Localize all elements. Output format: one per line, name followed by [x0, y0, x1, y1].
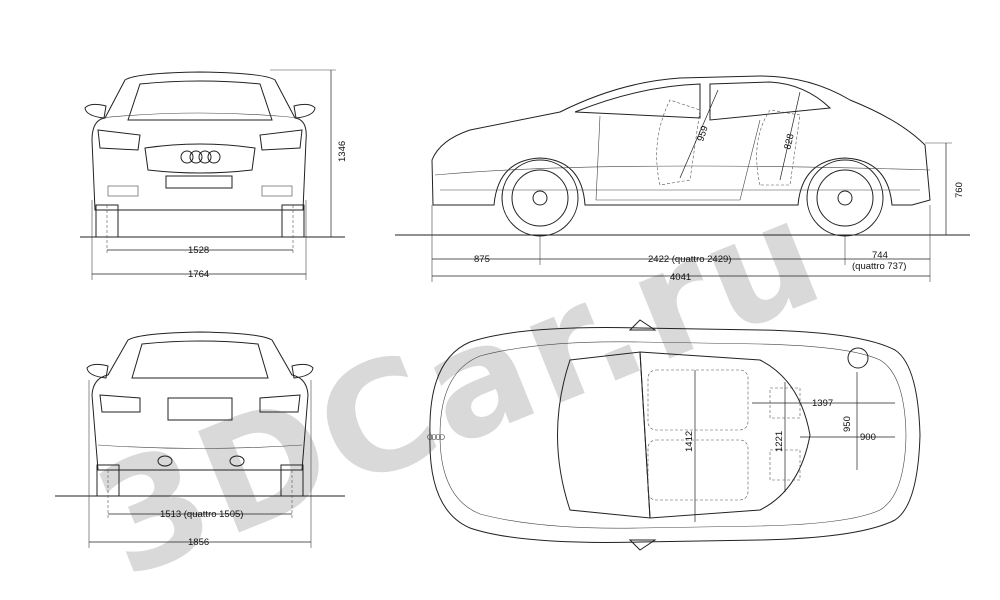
trunk-width-label: 950: [842, 416, 853, 432]
rear-wheel: [806, 159, 884, 237]
rear-overhang-quattro-label: (quattro 737): [852, 261, 906, 272]
front-height-label: 1346: [337, 141, 348, 162]
top-view: 1412 1221 1397 900 950: [427, 319, 921, 551]
interior-width-label: 1412: [684, 431, 695, 452]
audi-rings-icon: [180, 150, 221, 164]
rear-overhang-label: 744: [872, 250, 888, 261]
headroom-front-label: 959: [695, 124, 710, 142]
front-view: 1528 1764 1346: [80, 69, 348, 280]
rear-view: 1513 (quattro 1505) 1856: [55, 331, 345, 548]
wheelbase-label: 2422 (quattro 2429): [648, 254, 731, 265]
cabin-length-label: 1397: [812, 398, 833, 409]
audi-rings-top-icon: [427, 434, 445, 440]
trunk-length-label: 900: [860, 432, 876, 443]
front-track-label: 1528: [188, 245, 209, 256]
length-label: 4041: [670, 272, 691, 283]
rear-seat-width-label: 1221: [774, 431, 785, 452]
front-overhang-label: 875: [474, 254, 490, 265]
watermark-text: 3DCar.ru: [74, 165, 846, 600]
rear-track-label: 1513 (quattro 1505): [160, 509, 243, 520]
front-wheel: [501, 159, 579, 237]
ride-height-label: 760: [954, 182, 965, 198]
headroom-rear-label: 828: [782, 133, 797, 151]
side-view: 959 828 760 875 2422 (quattro 2429) 744 …: [395, 75, 970, 283]
rear-width-label: 1856: [188, 537, 209, 548]
watermark: 3DCar.ru: [74, 165, 846, 600]
front-width-label: 1764: [188, 269, 209, 280]
